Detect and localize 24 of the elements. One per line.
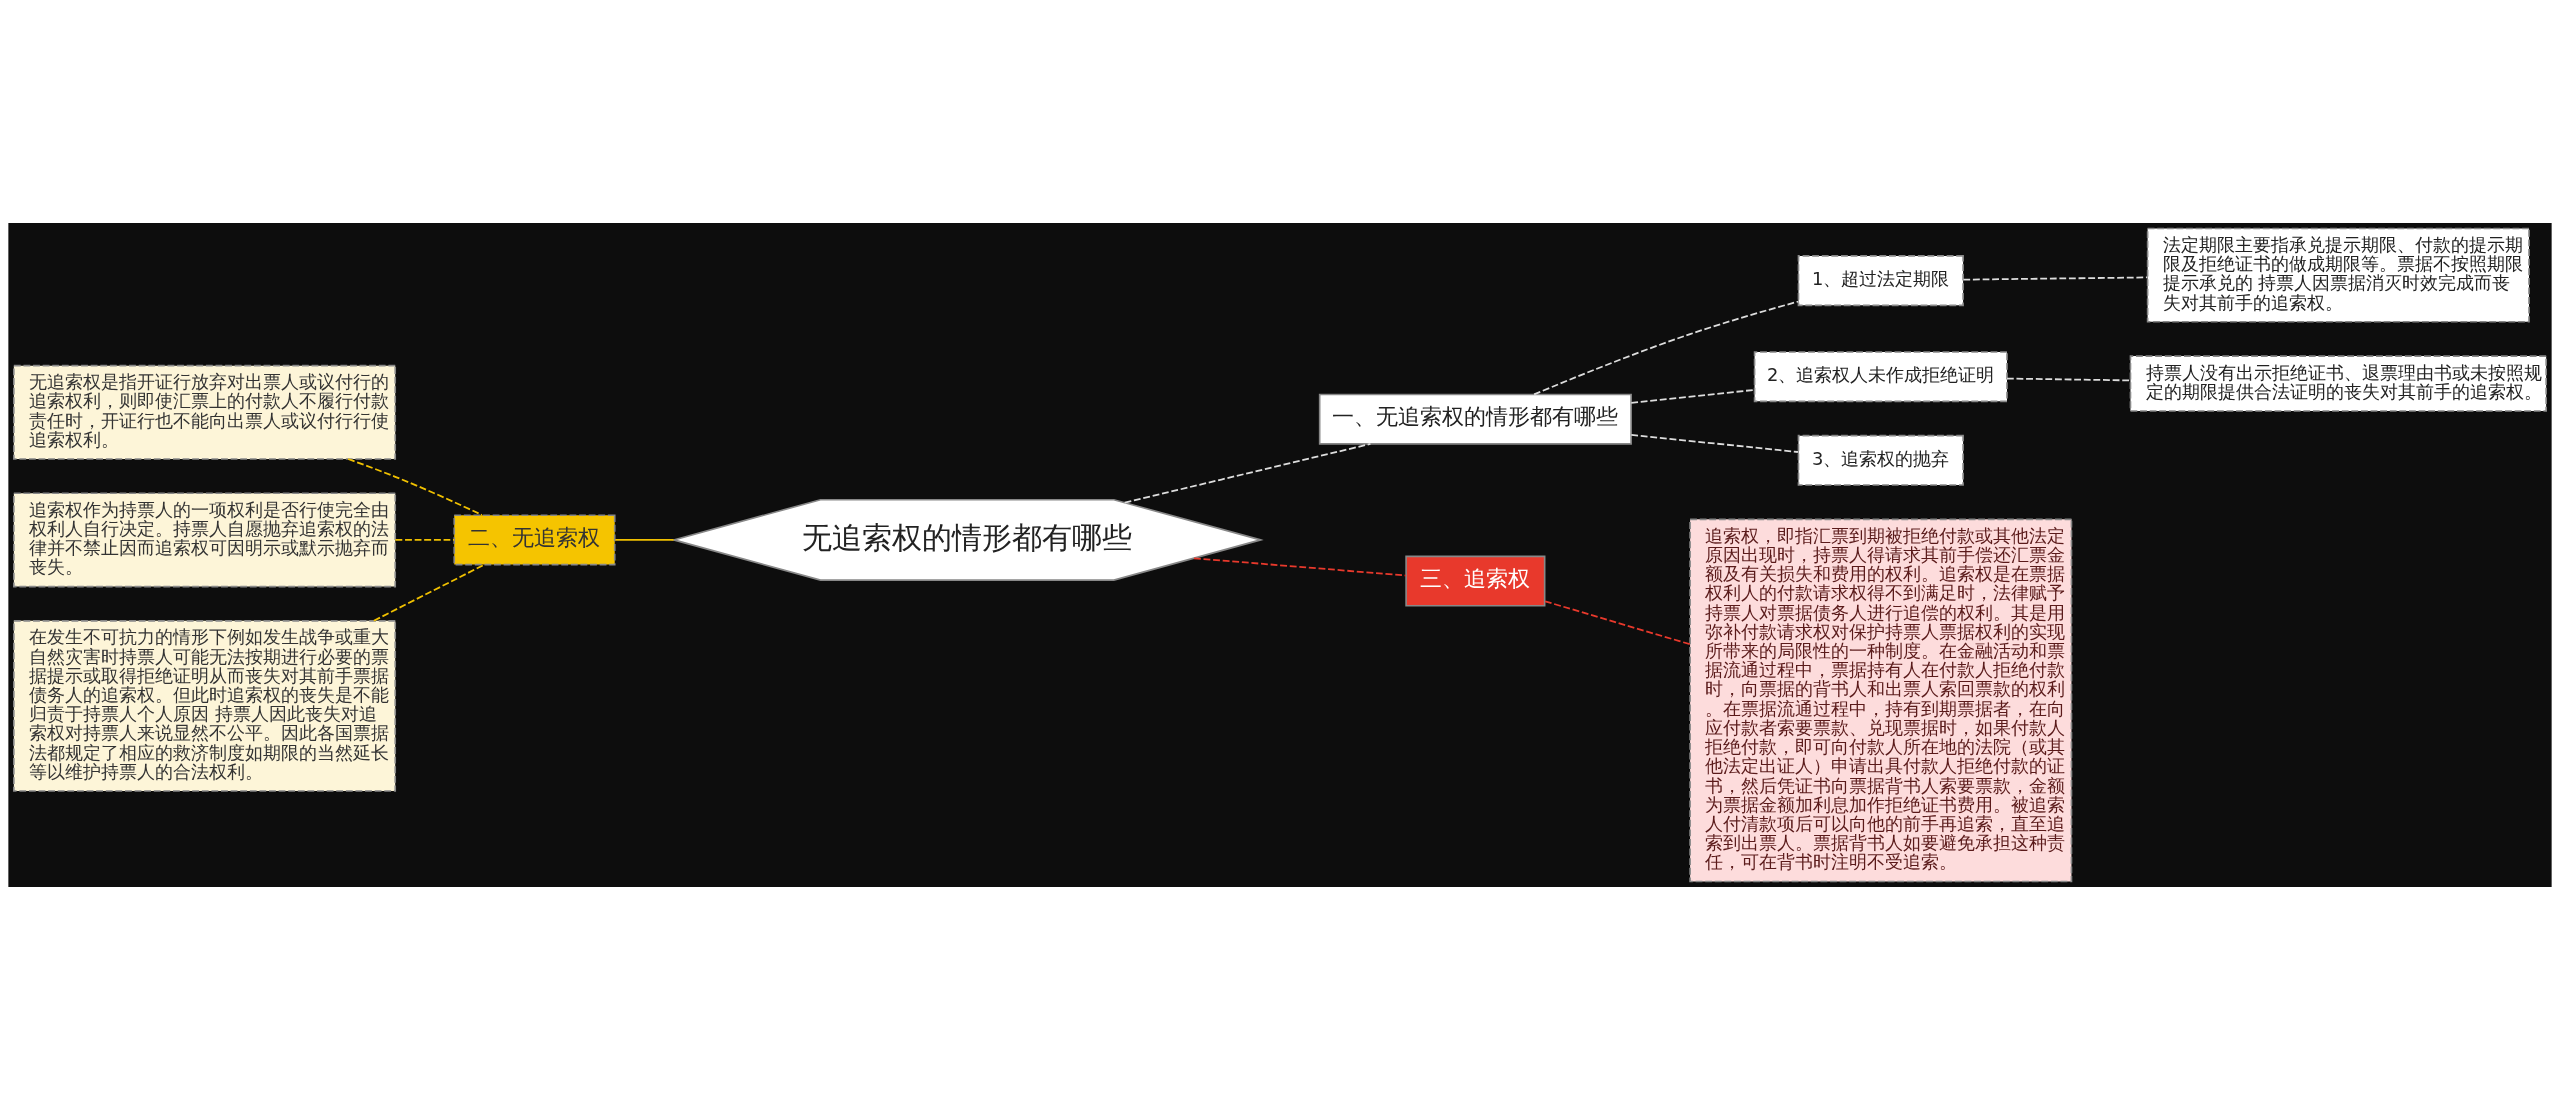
node-box: 在发生不可抗力的情形下例如发生战争或重大自然灾害时持票人可能无法按期进行必要的票据提示或取得拒绝证明从而丧失对其前手票据债务人的追索权。但此时追索权的丧失是不能归责于持票人个人原因 持票人因此丧失对追索权对持票人来说显然不公平。因此各国票据法都规定了相应的救济制度如期限的当然延长等以维护持票人的合法权利。	[13, 619, 397, 792]
node-box: 法定期限主要指承兑提示期限、付款的提示期限及拒绝证书的做成期限等。票据不按照期限提示承兑的 持票人因票据消灭时效完成而丧失对其前手的追索权。	[2146, 227, 2530, 323]
connector	[347, 457, 483, 516]
node-box: 1、超过法定期限	[1797, 254, 1964, 306]
node-box: 三、追索权	[1405, 555, 1546, 607]
connector	[1630, 388, 1755, 404]
connector	[2006, 377, 2132, 381]
node-box: 2、追索权人未作成拒绝证明	[1753, 350, 2008, 402]
node-box: 3、追索权的抛弃	[1797, 434, 1964, 486]
connector	[372, 563, 486, 622]
connector	[1544, 599, 1691, 645]
node-box: 无追索权是指开证行放弃对出票人或议付行的追索权利，则即使汇票上的付款人不履行付款责任时，开证行也不能向出票人或议付行行使追索权利。	[13, 364, 397, 460]
connector	[394, 538, 456, 541]
connector	[1630, 433, 1799, 453]
node-box: 二、无追索权	[453, 513, 616, 565]
node-box: 一、无追索权的情形都有哪些	[1318, 393, 1632, 445]
node-box: 追索权，即指汇票到期被拒绝付款或其他法定原因出现时，持票人得请求其前手偿还汇票金额及有关损失和费用的权利。追索权是在票据权利人的付款请求权得不到满足时，法律赋予持票人对票据债务人进行追偿的权利。其是用弥补付款请求权对保护持票人票据权利的实现所带来的局限性的一种制度。在金融活动和票据流通过程中，票据持有人在付款人拒绝付款时，向票据的背书人和出票人索回票款的权利。在票据流通过程中，持有到期票据者，在向应付款者索要票款、兑现票据时，如果付款人拒绝付款，即可向付款人所在地的法院（或其他法定出证人）申请出具付款人拒绝付款的证书，然后凭证书向票据背书人索要票款，金额为票据金额加利息加作拒绝证书费用。被追索人付清款项后可以向他的前手再追索，直至追索到出票人。票据背书人如要避免承担这种责任，可在背书时注明不受追索。	[1689, 518, 2073, 882]
connector	[1962, 276, 2149, 280]
connector	[1123, 442, 1372, 503]
node-box: 追索权作为持票人的一项权利是否行使完全由权利人自行决定。持票人自愿抛弃追索权的法律并不禁止因而追索权可因明示或默示抛弃而丧失。	[13, 491, 397, 587]
connector	[1193, 556, 1407, 576]
connector	[1533, 300, 1800, 395]
node-box: 持票人没有出示拒绝证书、退票理由书或未按照规定的期限提供合法证明的丧失对其前手的追索权。	[2129, 354, 2547, 412]
connector	[614, 538, 675, 541]
